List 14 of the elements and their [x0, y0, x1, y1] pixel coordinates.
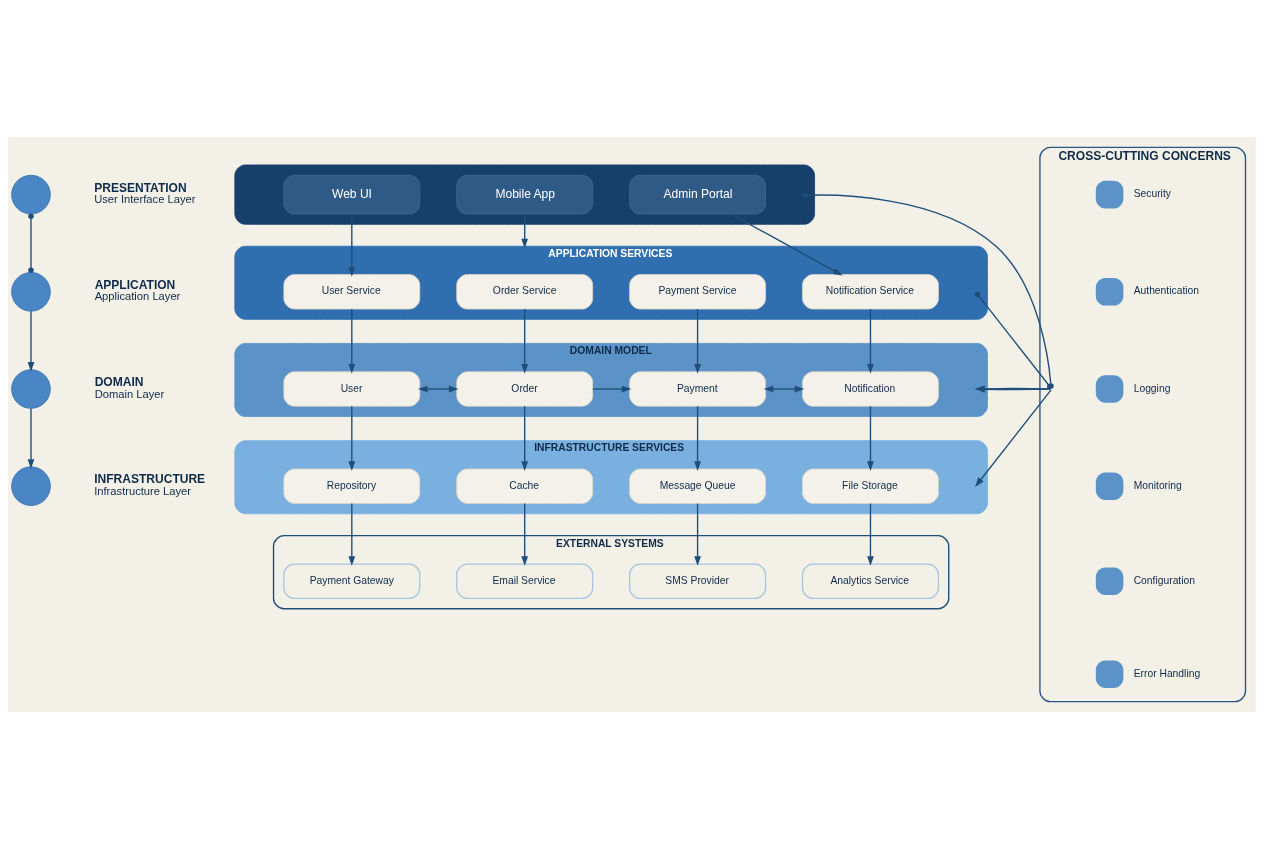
node-label: PRESENTATION	[94, 180, 187, 195]
node-label: Logging	[1133, 382, 1171, 394]
node-label: Infrastructure Layer	[94, 484, 192, 497]
node-label: Domain Layer	[94, 387, 165, 400]
node-label: APPLICATION	[94, 277, 176, 292]
node-label: INFRASTRUCTURE	[94, 471, 206, 486]
node-label: Authentication	[1133, 284, 1200, 296]
node-label: DOMAIN	[94, 374, 144, 389]
node-label: User Interface Layer	[94, 192, 196, 205]
node-label: Security	[1133, 187, 1171, 199]
node-label: Configuration	[1133, 574, 1196, 586]
node-label: Application Layer	[94, 289, 181, 302]
node-label: Monitoring	[1133, 479, 1182, 491]
node-label: Error Handling	[1133, 667, 1201, 679]
